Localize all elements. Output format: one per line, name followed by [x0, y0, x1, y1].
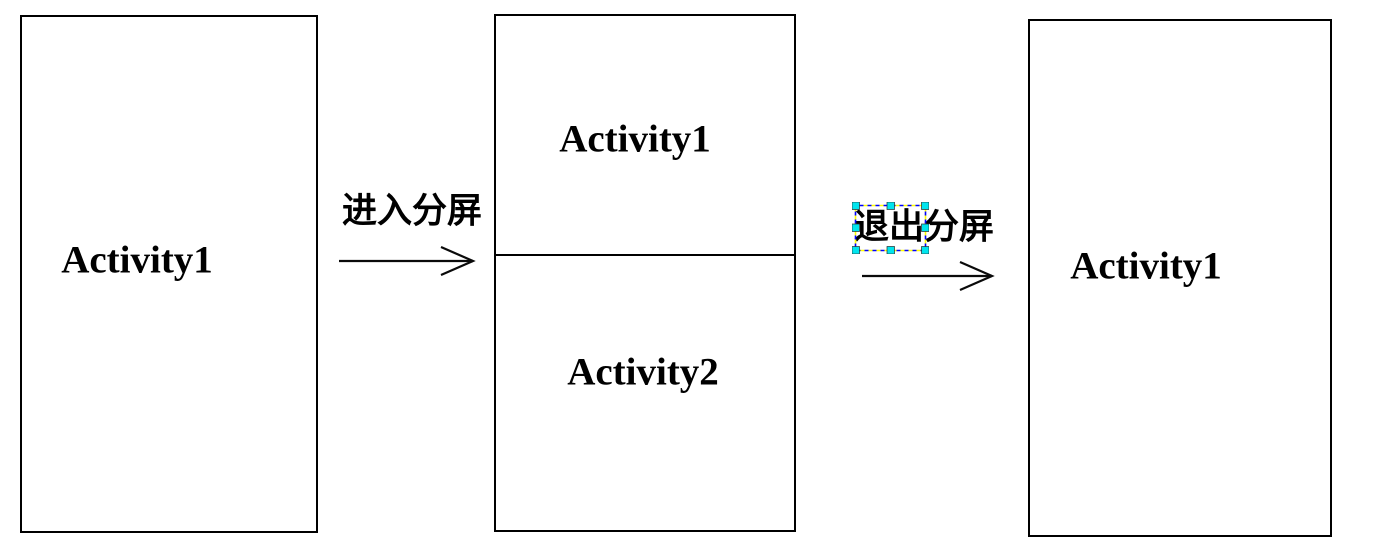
marquee-dash-blue — [854, 204, 927, 252]
selection-handle-w[interactable] — [852, 223, 860, 232]
activity2-label-split[interactable]: Activity2 — [567, 350, 719, 394]
selection-handle-n[interactable] — [886, 202, 895, 210]
selection-handle-nw[interactable] — [852, 202, 860, 210]
enter-split-arrow-icon[interactable] — [336, 242, 478, 282]
activity1-label-split[interactable]: Activity1 — [559, 117, 711, 161]
selection-handle-s[interactable] — [886, 246, 895, 255]
phone-screen-after-split[interactable] — [1028, 19, 1332, 537]
exit-split-label[interactable]: 退出分屏 — [854, 210, 994, 245]
selection-marquee — [852, 202, 929, 254]
enter-split-label[interactable]: 进入分屏 — [341, 191, 483, 231]
split-top-pane — [496, 16, 794, 256]
exit-split-label-selected-text[interactable]: 退出 — [854, 207, 925, 247]
selection-handle-e[interactable] — [921, 223, 930, 232]
selection-handle-sw[interactable] — [852, 246, 860, 255]
selection-handle-ne[interactable] — [921, 202, 930, 210]
exit-split-label-rest-text: 分屏 — [924, 207, 995, 247]
marquee-dash-yellow — [854, 204, 927, 252]
activity1-label-after[interactable]: Activity1 — [1070, 244, 1222, 288]
phone-screen-before-split[interactable] — [20, 15, 318, 533]
phone-screen-split[interactable] — [494, 14, 796, 532]
selection-handle-se[interactable] — [921, 246, 930, 255]
activity1-label-before[interactable]: Activity1 — [61, 238, 213, 282]
exit-split-arrow-icon[interactable] — [859, 257, 997, 297]
